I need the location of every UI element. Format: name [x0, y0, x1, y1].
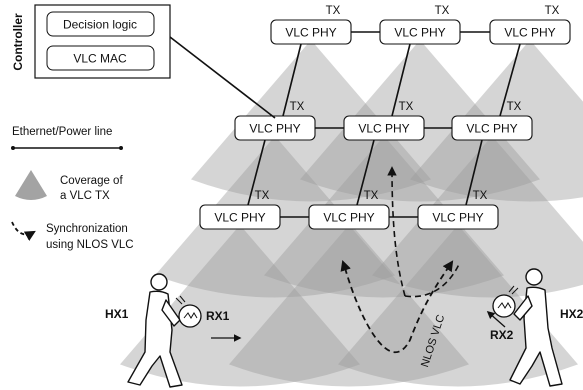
legend: Ethernet/Power line Coverage of a VLC TX… — [11, 126, 134, 251]
legend-ethernet-label: Ethernet/Power line — [12, 126, 112, 138]
person-hx2-silhouette — [509, 268, 563, 387]
legend-sync-line2: using NLOS VLC — [46, 239, 134, 251]
link-v-c2-1 — [391, 43, 411, 117]
tx-label: TX — [290, 101, 305, 113]
tx-node-r2-c3: VLC PHY TX — [451, 101, 533, 141]
person-hx1-silhouette — [127, 273, 183, 388]
vlc-phy-label: VLC PHY — [214, 211, 265, 225]
rx1-label: RX1 — [206, 309, 230, 323]
vlc-phy-box — [308, 204, 390, 230]
vlc-phy-label: VLC PHY — [504, 26, 555, 40]
tx-label: TX — [255, 190, 270, 202]
vlc-mac-box — [46, 45, 155, 71]
tx-label: TX — [326, 5, 341, 17]
controller-title: Controller — [11, 13, 25, 71]
vlc-phy-label: VLC PHY — [249, 122, 300, 136]
vlc-phy-box — [451, 115, 533, 141]
hx1-label: HX1 — [105, 307, 129, 321]
legend-coverage-line2: a VLC TX — [60, 190, 110, 202]
vlc-phy-label: VLC PHY — [285, 26, 336, 40]
coverage-cone-r3-c2 — [229, 225, 469, 387]
vlc-phy-box — [379, 19, 461, 45]
legend-coverage-swatch — [15, 170, 47, 200]
vlc-phy-box — [343, 115, 425, 141]
nlos-arrow-up — [387, 166, 406, 297]
nlos-arrow-branch — [404, 261, 461, 298]
link-v-c1-1 — [282, 43, 302, 117]
tx-node-r3-c1: VLC PHY TX — [199, 190, 281, 230]
tx-node-r1-c2: VLC PHY TX — [379, 5, 461, 45]
coverage-cone-r3-c1 — [120, 225, 360, 387]
vlc-phy-label: VLC PHY — [358, 122, 409, 136]
legend-ethernet-end-right — [119, 146, 123, 150]
link-v-c3-1 — [499, 43, 521, 117]
ethernet-links — [247, 31, 521, 218]
link-v-c2-2 — [356, 139, 375, 206]
person-hx2: HX2 RX2 — [486, 268, 583, 387]
coverage-cone-r3-c3 — [338, 225, 578, 387]
vlc-phy-box — [489, 19, 571, 45]
controller-uplink — [169, 36, 276, 119]
vlc-mac-label: VLC MAC — [73, 52, 127, 66]
tx-label: TX — [435, 5, 450, 17]
tx-node-r3-c3: VLC PHY TX — [417, 190, 499, 230]
tx-node-r1-c1: VLC PHY TX — [270, 5, 352, 45]
vlc-phy-label: VLC PHY — [432, 211, 483, 225]
tx-node-r1-c3: VLC PHY TX — [489, 5, 571, 45]
vlc-phy-box — [270, 19, 352, 45]
tx-label: TX — [364, 190, 379, 202]
tx-node-r2-c2: VLC PHY TX — [343, 101, 425, 141]
vlc-phy-box — [199, 204, 281, 230]
tx-label: TX — [399, 101, 414, 113]
rx2-sensor-glyph — [497, 302, 512, 309]
vlc-phy-label: VLC PHY — [394, 26, 445, 40]
nlos-arrow-right — [344, 260, 454, 354]
tx-node-r3-c2: VLC PHY TX — [308, 190, 390, 230]
controller: Controller Decision logic VLC MAC — [11, 4, 276, 119]
decision-logic-label: Decision logic — [63, 18, 137, 32]
rx1-sensor-glyph — [183, 312, 198, 319]
link-v-c1-2 — [247, 139, 266, 206]
tx-node-r2-c1: VLC PHY TX — [234, 101, 316, 141]
tx-label: TX — [545, 5, 560, 17]
vlc-phy-box — [234, 115, 316, 141]
link-v-c3-2 — [465, 139, 483, 206]
hx2-label: HX2 — [560, 307, 583, 321]
vlc-phy-box — [417, 204, 499, 230]
legend-ethernet-end-left — [11, 146, 15, 150]
tx-label: TX — [473, 190, 488, 202]
person-hx1: HX1 RX1 — [105, 273, 242, 388]
rx2-label: RX2 — [490, 328, 514, 342]
tx-label: TX — [507, 101, 522, 113]
legend-coverage-line1: Coverage of — [60, 175, 123, 187]
rx2-arrow — [486, 310, 506, 328]
legend-sync-arrow — [11, 221, 36, 241]
legend-sync-line1: Synchronization — [46, 223, 128, 235]
vlc-phy-label: VLC PHY — [323, 211, 374, 225]
decision-logic-box — [46, 11, 155, 37]
vlc-phy-label: VLC PHY — [466, 122, 517, 136]
nlos-arrow-left-head — [340, 259, 351, 272]
